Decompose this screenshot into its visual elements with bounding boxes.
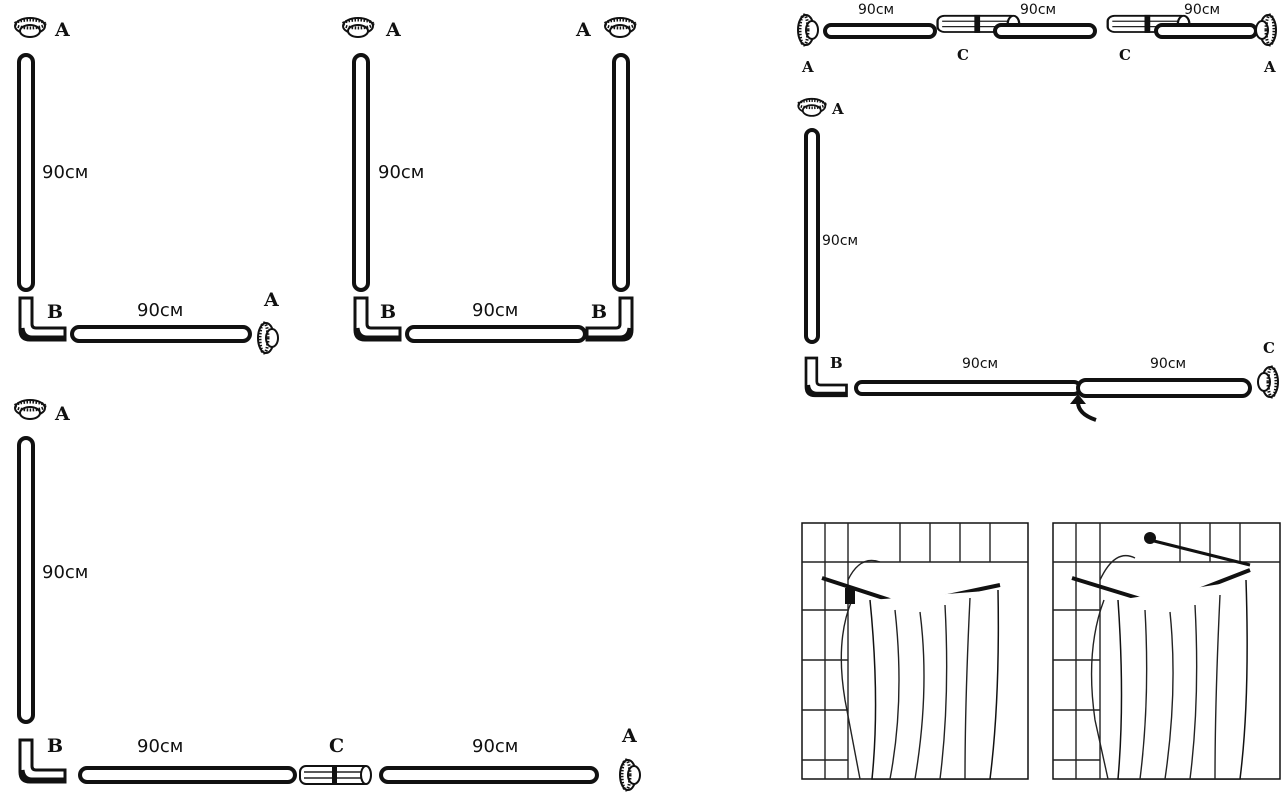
- rod-horizontal: [78, 766, 297, 784]
- diagram-l-shape-single-corner: A 90см B 90см A: [13, 16, 280, 355]
- length-label: 90см: [1184, 2, 1220, 18]
- wall-mount-a-icon: [1254, 13, 1278, 47]
- label-a: A: [54, 19, 70, 41]
- label-a: A: [54, 403, 70, 425]
- diagram-u-shape-two-corners: A 90см B 90см B A: [341, 16, 637, 343]
- label-b: B: [830, 354, 843, 372]
- wall-mount-a-icon: [256, 321, 280, 355]
- rod-vertical: [804, 128, 820, 344]
- label-a: A: [385, 19, 401, 41]
- label-b: B: [47, 735, 63, 757]
- length-label: 90см: [472, 300, 518, 321]
- label-b: B: [380, 301, 396, 323]
- rod-outer: [1076, 378, 1252, 398]
- diagram-straight-three-rods: A 90см C 90см C 90см A: [796, 2, 1278, 76]
- connector-c-icon: [299, 764, 372, 786]
- length-label: 90см: [137, 300, 183, 321]
- label-a: A: [575, 19, 591, 41]
- label-c: C: [329, 735, 344, 757]
- rod-vertical: [17, 436, 35, 724]
- label-c: C: [1263, 339, 1275, 357]
- diagram-l-shape-telescopic: A 90см B 90см 90см C: [796, 97, 1280, 422]
- length-label: 90см: [42, 162, 88, 183]
- diagram-l-shape-with-connector: A 90см B 90см C 90см A: [13, 398, 642, 792]
- rod-horizontal: [379, 766, 599, 784]
- label-c: C: [957, 46, 969, 64]
- wall-mount-a-icon: [341, 16, 375, 39]
- rod-horizontal: [405, 325, 587, 343]
- wall-mount-a-icon: [603, 16, 637, 39]
- label-c: C: [1119, 46, 1131, 64]
- illustration-installed-u-shape: [1052, 522, 1281, 780]
- rod-vertical: [612, 53, 630, 292]
- rod: [823, 23, 937, 39]
- wall-mount-a-icon: [13, 398, 47, 421]
- length-label: 90см: [378, 162, 424, 183]
- illustration-installed-l-shape: [801, 522, 1029, 780]
- wall-mount-a-icon: [13, 16, 47, 39]
- rod-vertical: [17, 53, 35, 292]
- wall-mount-a-icon: [796, 13, 820, 47]
- label-b: B: [591, 301, 607, 323]
- length-label: 90см: [472, 736, 518, 757]
- label-a: A: [621, 725, 637, 747]
- label-a: A: [831, 100, 844, 118]
- rod: [1154, 23, 1258, 39]
- length-label: 90см: [962, 356, 998, 372]
- label-b: B: [47, 301, 63, 323]
- rod-inner: [854, 380, 1082, 396]
- wall-mount-a-icon: [618, 758, 642, 792]
- length-label: 90см: [1150, 356, 1186, 372]
- label-a: A: [1263, 58, 1276, 76]
- length-label: 90см: [822, 233, 858, 249]
- rod: [993, 23, 1097, 39]
- wall-mount-a-icon: [796, 97, 827, 118]
- label-a: A: [801, 58, 814, 76]
- length-label: 90см: [1020, 2, 1056, 18]
- rod-horizontal: [70, 325, 252, 343]
- slide-arrow-icon: [1076, 401, 1097, 422]
- rod-vertical: [352, 53, 370, 292]
- length-label: 90см: [858, 2, 894, 18]
- length-label: 90см: [42, 562, 88, 583]
- label-a: A: [263, 289, 279, 311]
- wall-mount-c-icon: [1256, 365, 1280, 399]
- length-label: 90см: [137, 736, 183, 757]
